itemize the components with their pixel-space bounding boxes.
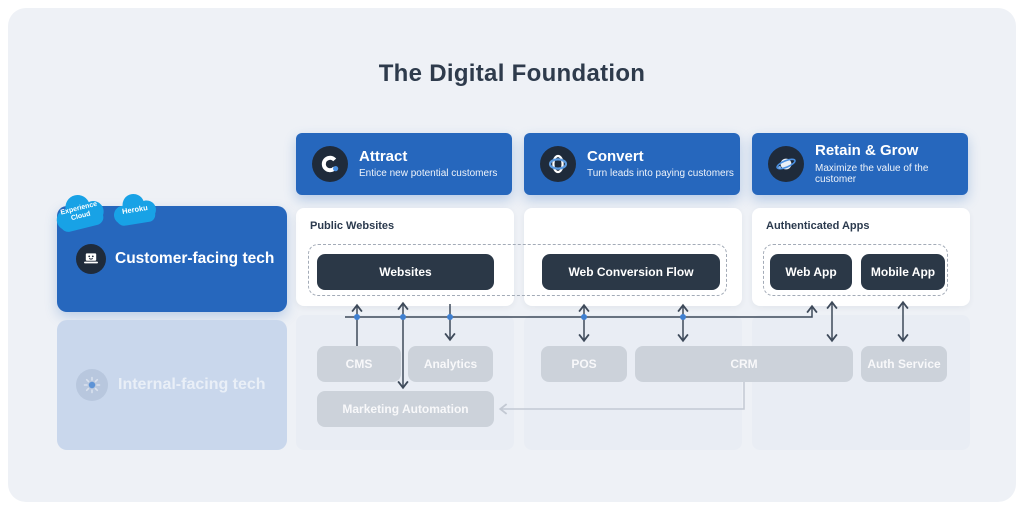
pos-system: POS: [541, 346, 627, 382]
web-conversion-flow-node: Web Conversion Flow: [542, 254, 720, 290]
crm-system: CRM: [635, 346, 853, 382]
laptop-icon: [76, 244, 106, 274]
cloud-icon: [56, 195, 104, 232]
backend-panel-convert: [524, 315, 742, 450]
stage-subtitle: Turn leads into paying customers: [587, 168, 734, 180]
analytics-system: Analytics: [408, 346, 493, 382]
backend-panel-attract: [296, 315, 514, 450]
experience-cloud-badge: Experience Cloud: [48, 187, 112, 239]
page-title: The Digital Foundation: [378, 60, 646, 87]
internal-facing-tech-card: Internal-facing tech: [57, 320, 287, 450]
convert-icon: [540, 146, 576, 182]
stage-subtitle: Maximize the value of the customer: [815, 162, 929, 185]
stage-title: Attract: [359, 147, 408, 165]
stage-title: Convert: [587, 147, 644, 165]
public-flow-dashed-group: [308, 244, 727, 296]
stage-subtitle: Entice new potential customers: [359, 168, 498, 180]
marketing-automation-system: Marketing Automation: [317, 391, 494, 427]
stage-title: Retain & Grow: [815, 142, 919, 160]
customer-facing-tech-label: Customer-facing tech: [115, 250, 275, 267]
cms-system: CMS: [317, 346, 401, 382]
backend-panel-retain: [752, 315, 970, 450]
public-websites-label: Public Websites: [310, 220, 395, 232]
websites-node: Websites: [317, 254, 494, 290]
authenticated-dashed-group: [763, 244, 948, 296]
web-app-node: Web App: [770, 254, 852, 290]
gear-sun-icon: [76, 369, 108, 401]
cloud-icon: [113, 193, 156, 226]
attract-icon: [312, 146, 348, 182]
retain-grow-icon: [768, 146, 804, 182]
auth-service-system: Auth Service: [861, 346, 947, 382]
stage-card-convert: Convert Turn leads into paying customers: [524, 133, 740, 195]
stage-card-retain-grow: Retain & Grow Maximize the value of the …: [752, 133, 968, 195]
stage-card-attract: Attract Entice new potential customers: [296, 133, 512, 195]
mobile-app-node: Mobile App: [861, 254, 945, 290]
internal-facing-tech-label: Internal-facing tech: [118, 376, 266, 393]
heroku-badge: Heroku: [108, 189, 163, 230]
authenticated-apps-label: Authenticated Apps: [766, 220, 870, 232]
